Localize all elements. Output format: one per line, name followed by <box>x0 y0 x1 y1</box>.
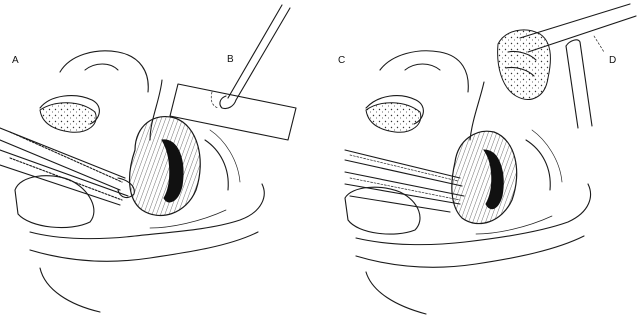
panel-d-hand-and-instrument <box>498 4 636 128</box>
label-d: D <box>609 55 616 66</box>
label-c: C <box>338 55 345 66</box>
panel-b-instrument-card <box>170 5 296 140</box>
panel-a-cross-section <box>0 51 264 312</box>
panel-c-cross-section <box>345 51 591 314</box>
label-a: A <box>12 55 19 66</box>
label-b: B <box>227 54 234 65</box>
